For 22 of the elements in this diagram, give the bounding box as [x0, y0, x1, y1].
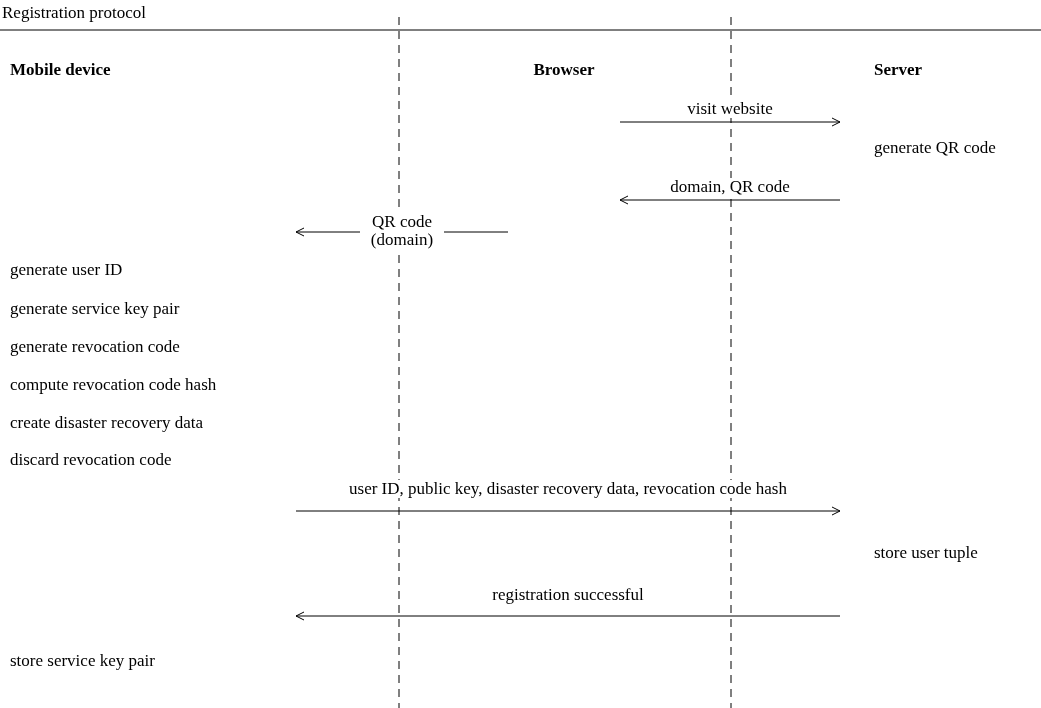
- action-text: generate QR code: [874, 138, 996, 158]
- edge-label: registration successful: [490, 586, 646, 604]
- edge-label: QR code (domain): [360, 213, 444, 249]
- participant-heading: Browser: [532, 60, 596, 80]
- participant-heading: Mobile device: [10, 60, 111, 80]
- action-text: generate user ID: [10, 260, 123, 280]
- edge-label: user ID, public key, disaster recovery data, revocation code hash: [347, 480, 789, 498]
- action-text: generate service key pair: [10, 299, 180, 319]
- action-text: discard revocation code: [10, 450, 172, 470]
- action-text: create disaster recovery data: [10, 413, 204, 433]
- edge-label: visit website: [685, 100, 775, 118]
- message-arrow: [619, 195, 841, 205]
- message-arrow: [295, 506, 841, 516]
- message-arrow: [619, 117, 841, 127]
- action-text: compute revocation code hash: [10, 375, 217, 395]
- message-arrow: [295, 611, 841, 621]
- action-text: generate revocation code: [10, 337, 180, 357]
- edge-label: domain, QR code: [668, 178, 792, 196]
- action-text: store user tuple: [874, 543, 978, 563]
- participant-heading: Server: [874, 60, 923, 80]
- diagram-title: Registration protocol: [2, 3, 146, 23]
- action-text: store service key pair: [10, 651, 155, 671]
